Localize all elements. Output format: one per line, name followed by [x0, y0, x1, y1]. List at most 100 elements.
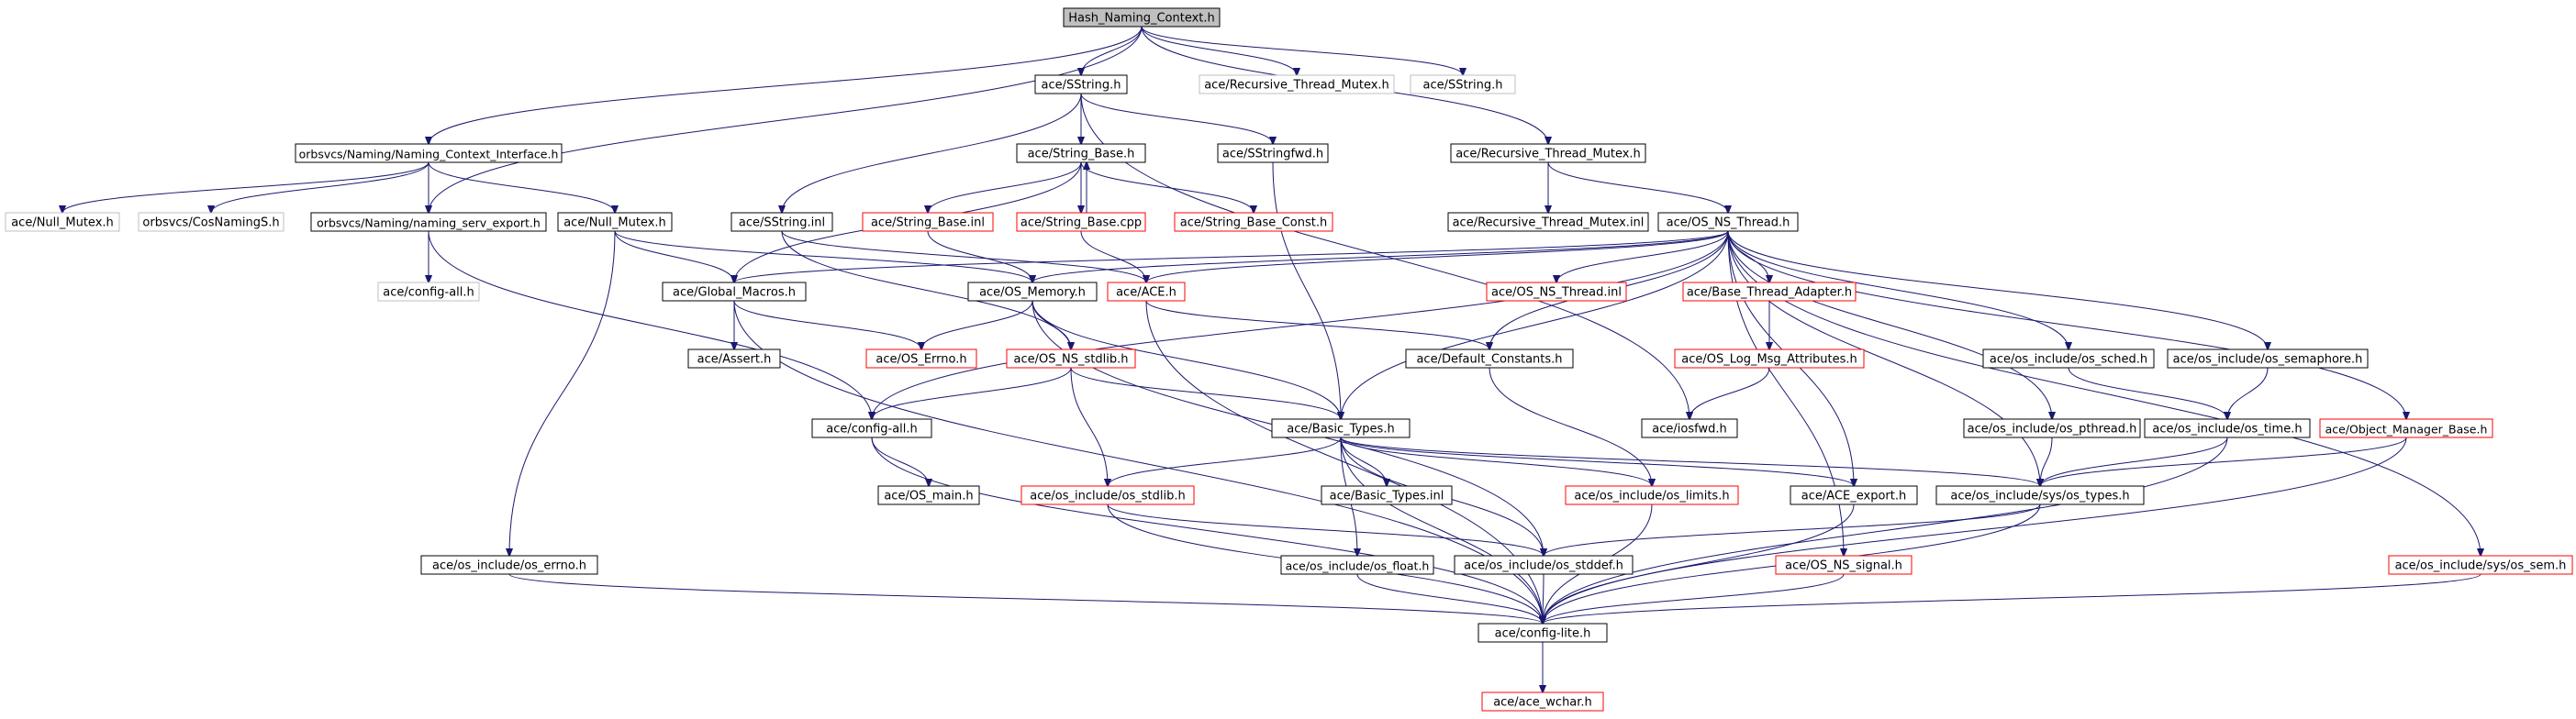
- node-string-base-cpp[interactable]: ace/String_Base.cpp: [1016, 212, 1146, 232]
- node-hash[interactable]: Hash_Naming_Context.h: [1063, 7, 1221, 28]
- node-box: [1963, 418, 2141, 438]
- node-box: [1447, 212, 1649, 232]
- node-label: ace/OS_NS_Thread.inl: [1491, 286, 1622, 300]
- node-box: [862, 212, 994, 232]
- node-label: ace/os_include/os_limits.h: [1574, 490, 1729, 503]
- node-box: [1321, 485, 1453, 505]
- edge-os_sem-to-config_lite: [1543, 573, 2481, 624]
- node-os-ns-thread[interactable]: ace/OS_NS_Thread.h: [1657, 212, 1799, 232]
- node-os-sched[interactable]: ace/os_include/os_sched.h: [1982, 348, 2155, 369]
- node-os-stddef[interactable]: ace/os_include/os_stddef.h: [1454, 555, 1634, 575]
- node-sstring-h[interactable]: ace/SString.h: [1034, 74, 1128, 94]
- node-os-sem[interactable]: ace/os_include/sys/os_sem.h: [2388, 555, 2573, 575]
- node-os-stdlib[interactable]: ace/os_include/os_stdlib.h: [1020, 485, 1195, 505]
- node-box: [1016, 212, 1146, 232]
- node-label: ace/Basic_Types.inl: [1330, 490, 1444, 503]
- edge-omb-to-os_types: [2040, 437, 2407, 486]
- node-bta[interactable]: ace/Base_Thread_Adapter.h: [1682, 282, 1857, 302]
- edge-hash-to-sstring_gray: [1141, 26, 1463, 75]
- edge-basic_types-to-basic_types_inl: [1340, 437, 1387, 486]
- edge-os_ns_thread-to-os_ns_thread_inl: [1556, 230, 1729, 282]
- node-nse[interactable]: orbsvcs/Naming/naming_serv_export.h: [310, 212, 547, 232]
- node-label: ace/Recursive_Thread_Mutex.h: [1455, 148, 1641, 161]
- node-string-base-h[interactable]: ace/String_Base.h: [1016, 143, 1146, 163]
- node-box: [1034, 74, 1128, 94]
- node-assert[interactable]: ace/Assert.h: [687, 348, 781, 369]
- node-config-all-gray[interactable]: ace/config-all.h: [377, 282, 480, 302]
- node-default-constants[interactable]: ace/Default_Constants.h: [1405, 348, 1574, 369]
- node-box: [1199, 74, 1395, 94]
- node-null-mutex[interactable]: ace/Null_Mutex.h: [557, 212, 673, 232]
- node-os-main[interactable]: ace/OS_main.h: [877, 485, 980, 505]
- node-iosfwd[interactable]: ace/iosfwd.h: [1641, 418, 1738, 438]
- node-omb[interactable]: ace/Object_Manager_Base.h: [2319, 418, 2493, 438]
- node-label: ace/OS_NS_Thread.h: [1667, 216, 1790, 230]
- node-os-ns-thread-inl[interactable]: ace/OS_NS_Thread.inl: [1486, 282, 1627, 302]
- edge-rtm-to-os_ns_thread: [1547, 161, 1728, 213]
- node-ace-export[interactable]: ace/ACE_export.h: [1790, 485, 1918, 505]
- node-label: orbsvcs/CosNamingS.h: [142, 216, 279, 230]
- edge-os_sched-to-os_time: [2068, 367, 2227, 419]
- edge-null_mutex-to-os_memory: [614, 230, 1032, 282]
- node-box: [138, 212, 284, 232]
- node-os-float[interactable]: ace/os_include/os_float.h: [1280, 555, 1434, 575]
- node-box: [1454, 555, 1634, 575]
- node-os-time[interactable]: ace/os_include/os_time.h: [2144, 418, 2311, 438]
- node-box: [1657, 212, 1799, 232]
- node-label: ace/iosfwd.h: [1652, 423, 1726, 437]
- node-label: ace/String_Base.cpp: [1020, 216, 1142, 230]
- node-label: ace/OS_NS_stdlib.h: [1014, 353, 1129, 367]
- node-box: [2167, 348, 2369, 369]
- node-os-types[interactable]: ace/os_include/sys/os_types.h: [1935, 485, 2145, 505]
- node-label: ace/os_include/os_stddef.h: [1464, 559, 1623, 573]
- node-ace-h[interactable]: ace/ACE.h: [1107, 282, 1186, 302]
- node-sstring-inl[interactable]: ace/SString.inl: [730, 212, 833, 232]
- node-label: orbsvcs/Naming/Naming_Context_Interface.…: [299, 148, 559, 161]
- edge-os_ns_thread-to-os_types: [1727, 230, 2040, 486]
- node-box: [811, 418, 932, 438]
- node-os-pthread[interactable]: ace/os_include/os_pthread.h: [1963, 418, 2141, 438]
- node-log-msg-attr[interactable]: ace/OS_Log_Msg_Attributes.h: [1674, 348, 1865, 369]
- node-os-ns-signal[interactable]: ace/OS_NS_signal.h: [1775, 555, 1912, 575]
- node-rtm-gray[interactable]: ace/Recursive_Thread_Mutex.h: [1199, 74, 1395, 94]
- node-basic-types-inl[interactable]: ace/Basic_Types.inl: [1321, 485, 1453, 505]
- node-box: [877, 485, 980, 505]
- node-ace-wchar[interactable]: ace/ace_wchar.h: [1481, 691, 1604, 712]
- node-string-base-const[interactable]: ace/String_Base_Const.h: [1174, 212, 1333, 232]
- node-box: [967, 282, 1098, 302]
- node-box: [1641, 418, 1738, 438]
- node-os-memory[interactable]: ace/OS_Memory.h: [967, 282, 1098, 302]
- node-box: [2144, 418, 2311, 438]
- node-label: ace/Null_Mutex.h: [11, 216, 114, 230]
- edge-null_mutex-to-os_errno_inc: [509, 230, 616, 556]
- node-label: ace/Base_Thread_Adapter.h: [1687, 286, 1852, 300]
- node-box: [1107, 282, 1186, 302]
- node-label: ace/os_include/sys/os_sem.h: [2395, 559, 2567, 573]
- node-config-lite[interactable]: ace/config-lite.h: [1478, 623, 1608, 643]
- edge-os_time-to-config_lite: [1543, 437, 2228, 624]
- node-nci[interactable]: orbsvcs/Naming/Naming_Context_Interface.…: [295, 143, 563, 163]
- node-box: [2319, 418, 2493, 438]
- node-label: ace/OS_Log_Msg_Attributes.h: [1681, 353, 1857, 367]
- node-os-limits[interactable]: ace/os_include/os_limits.h: [1565, 485, 1739, 505]
- node-os-errno-inc[interactable]: ace/os_include/os_errno.h: [420, 555, 598, 575]
- node-rtm-inl[interactable]: ace/Recursive_Thread_Mutex.inl: [1447, 212, 1649, 232]
- node-cosnaming[interactable]: orbsvcs/CosNamingS.h: [138, 212, 284, 232]
- node-label: ace/OS_Errno.h: [875, 353, 966, 367]
- node-basic-types[interactable]: ace/Basic_Types.h: [1271, 418, 1411, 438]
- node-box: [557, 212, 673, 232]
- node-label: ace/Recursive_Thread_Mutex.inl: [1453, 216, 1645, 230]
- node-os-ns-stdlib[interactable]: ace/OS_NS_stdlib.h: [1006, 348, 1136, 369]
- edge-os_ns_thread-to-os_ns_signal: [1727, 230, 1844, 556]
- node-label: ace/SString.inl: [739, 216, 825, 230]
- node-global-macros[interactable]: ace/Global_Macros.h: [662, 282, 807, 302]
- node-label: ace/Null_Mutex.h: [563, 216, 666, 230]
- node-sstring-gray[interactable]: ace/SString.h: [1410, 74, 1516, 94]
- node-sstringfwd[interactable]: ace/SStringfwd.h: [1217, 143, 1329, 163]
- node-os-errno[interactable]: ace/OS_Errno.h: [865, 348, 977, 369]
- node-os-semaphore[interactable]: ace/os_include/os_semaphore.h: [2167, 348, 2369, 369]
- node-string-base-inl[interactable]: ace/String_Base.inl: [862, 212, 994, 232]
- node-null-mutex-gray[interactable]: ace/Null_Mutex.h: [5, 212, 120, 232]
- node-config-all[interactable]: ace/config-all.h: [811, 418, 932, 438]
- node-rtm[interactable]: ace/Recursive_Thread_Mutex.h: [1450, 143, 1646, 163]
